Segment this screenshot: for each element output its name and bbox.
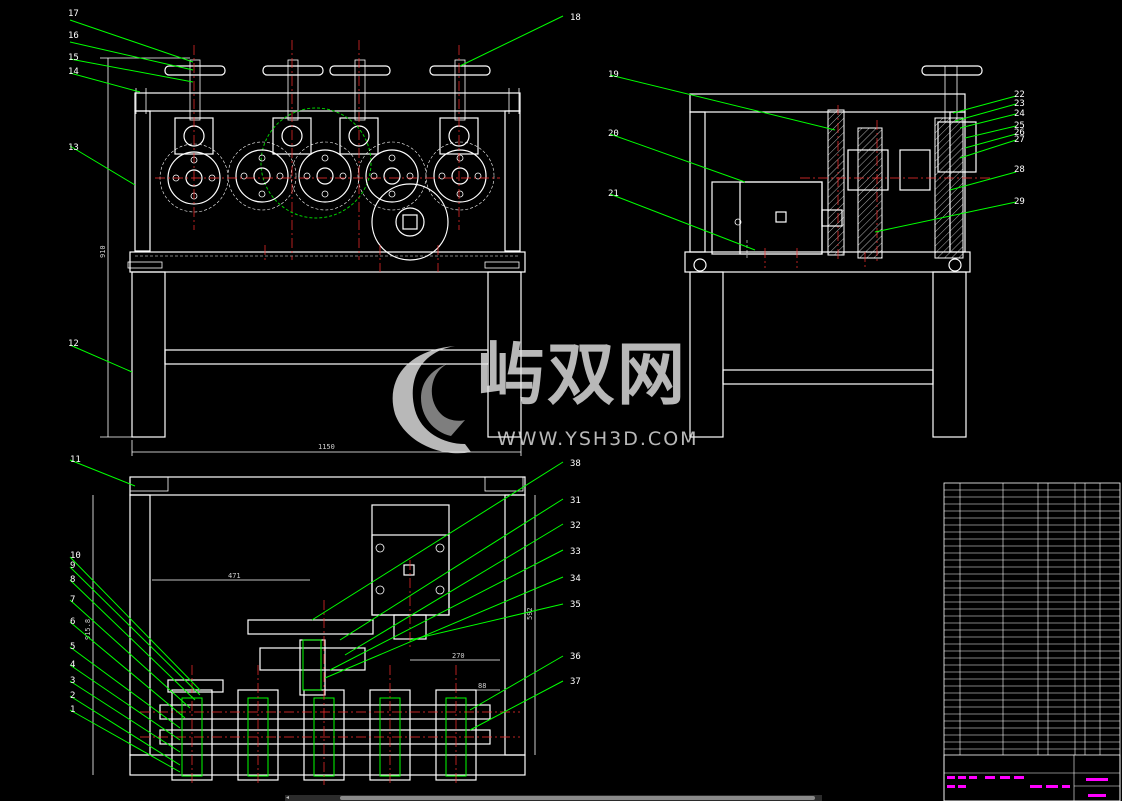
dim-top-c: 88 [478,682,486,690]
balloon-5: 5 [70,642,75,652]
balloon-33: 33 [570,547,581,557]
dim-top-height-left: 915.8 [84,619,92,640]
dim-top-a: 471 [228,572,241,580]
side-view [684,65,990,438]
balloon-27: 27 [1014,135,1025,145]
balloon-labels: 17 16 15 14 13 12 18 19 20 21 22 23 24 2… [68,9,1025,715]
balloon-9: 9 [70,561,75,571]
balloon-15: 15 [68,53,79,63]
balloon-38: 38 [570,459,581,469]
balloon-20: 20 [608,129,619,139]
balloon-16: 16 [68,31,79,41]
balloon-32: 32 [570,521,581,531]
balloon-6: 6 [70,617,75,627]
balloon-31: 31 [570,496,581,506]
bearing-blocks [174,117,479,155]
horizontal-scrollbar[interactable]: ◂ [285,794,822,801]
balloon-14: 14 [68,67,79,77]
dim-top-height-right: 592 [526,607,534,620]
scrollbar-thumb[interactable] [340,796,815,800]
balloon-13: 13 [68,143,79,153]
plan-view: 471 270 88 915.8 592 [84,476,536,785]
dim-front-height: 910 [99,245,107,258]
dim-front-width: 1150 [318,443,335,451]
balloon-37: 37 [570,677,581,687]
front-view: 910 1150 [99,40,526,456]
balloon-35: 35 [570,600,581,610]
scroll-left-arrow-icon[interactable]: ◂ [286,794,290,801]
title-block-marks [947,776,1108,797]
balloon-12: 12 [68,339,79,349]
balloon-4: 4 [70,660,75,670]
balloon-24: 24 [1014,109,1025,119]
balloon-28: 28 [1014,165,1025,175]
balloon-11: 11 [70,455,81,465]
balloon-10: 10 [70,551,81,561]
balloon-19: 19 [608,70,619,80]
balloon-17: 17 [68,9,79,19]
balloon-23: 23 [1014,99,1025,109]
balloon-26: 26 [1014,128,1025,138]
balloon-2: 2 [70,691,75,701]
balloon-8: 8 [70,575,75,585]
bill-of-materials [943,482,1121,801]
balloon-21: 21 [608,189,619,199]
balloon-25: 25 [1014,121,1025,131]
rollers [159,141,495,213]
balloon-18: 18 [570,13,581,23]
balloon-7: 7 [70,595,75,605]
balloon-1: 1 [70,705,75,715]
dim-top-b: 270 [452,652,465,660]
balloon-34: 34 [570,574,581,584]
base-bolts [127,88,520,269]
leader-lines [69,15,1017,773]
balloon-3: 3 [70,676,75,686]
balloon-22: 22 [1014,90,1025,100]
bom-rows [944,489,1120,750]
balloon-29: 29 [1014,197,1025,207]
balloon-36: 36 [570,652,581,662]
